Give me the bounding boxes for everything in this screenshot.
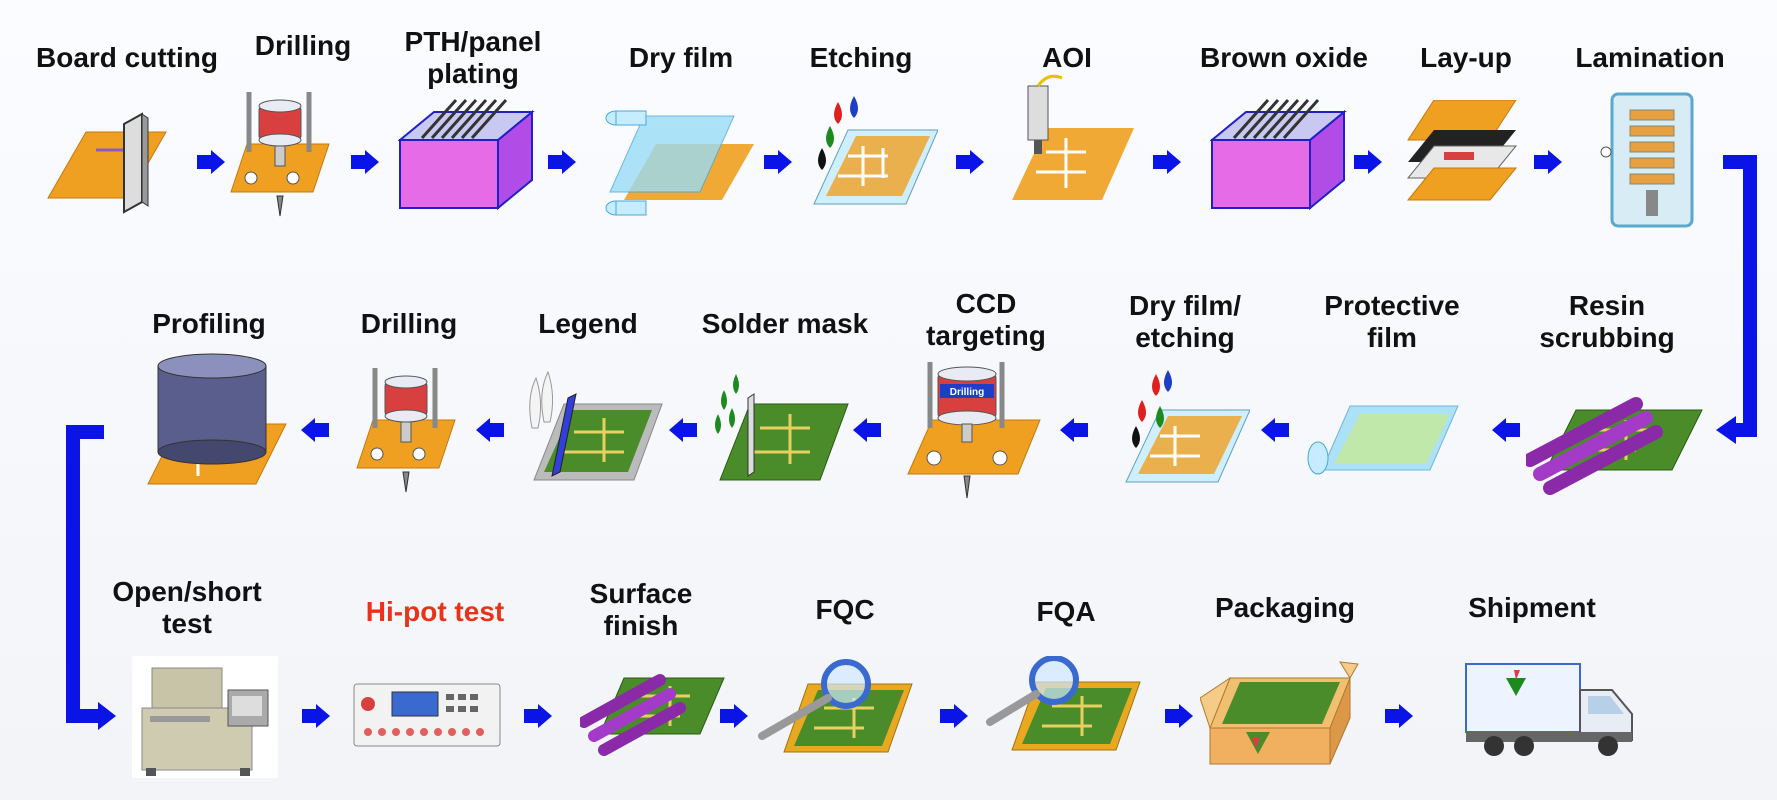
layup-stack-icon bbox=[1406, 100, 1518, 201]
connector-right bbox=[1723, 155, 1757, 437]
ccd-machine-text: Drilling bbox=[950, 387, 984, 398]
arrow-right-icon bbox=[764, 150, 792, 174]
oxide-tank-icon bbox=[1210, 98, 1347, 211]
label-dry-film-etching: Dry film/etching bbox=[1128, 290, 1242, 353]
arrow-right-icon bbox=[1534, 150, 1562, 174]
label-dry-film: Dry film bbox=[628, 42, 734, 73]
label-hi-pot-test: Hi-pot test bbox=[365, 596, 505, 627]
label-drilling-2: Drilling bbox=[360, 308, 458, 339]
arrow-right-icon bbox=[302, 704, 330, 728]
arrow-right-icon bbox=[524, 704, 552, 728]
label-profiling: Profiling bbox=[152, 308, 266, 339]
solder-mask-icon bbox=[715, 374, 849, 481]
aoi-camera-icon bbox=[1012, 74, 1134, 200]
label-etching: Etching bbox=[809, 42, 913, 73]
label-board-cutting: Board cutting bbox=[36, 42, 218, 73]
arrow-left-icon bbox=[1060, 418, 1088, 442]
routing-cylinder-icon bbox=[147, 353, 287, 485]
arrow-right-icon bbox=[940, 704, 968, 728]
arrow-left-icon bbox=[476, 418, 504, 442]
arrow-right-icon bbox=[548, 150, 576, 174]
label-fqa: FQA bbox=[1036, 596, 1096, 627]
plating-tank-icon bbox=[398, 98, 535, 211]
drilling-machine-icon bbox=[356, 368, 456, 493]
packaging-box-icon bbox=[1200, 661, 1359, 765]
label-brown-oxide: Brown oxide bbox=[1199, 42, 1369, 73]
legend-print-icon bbox=[529, 370, 663, 481]
label-shipment: Shipment bbox=[1468, 592, 1596, 623]
arrow-left-icon bbox=[669, 418, 697, 442]
label-lay-up: Lay-up bbox=[1420, 42, 1512, 73]
label-aoi: AOI bbox=[1042, 42, 1092, 73]
test-machine-icon bbox=[132, 656, 278, 778]
connector-left-head bbox=[98, 702, 116, 730]
dry-film-roller-icon bbox=[605, 110, 754, 216]
magnifier-board-icon bbox=[758, 659, 913, 753]
protective-film-icon bbox=[1307, 405, 1459, 475]
etching-drops-icon bbox=[813, 96, 938, 205]
label-lamination: Lamination bbox=[1575, 42, 1725, 73]
arrow-left-icon bbox=[1261, 418, 1289, 442]
ccd-drill-icon: Drilling bbox=[907, 362, 1041, 499]
drilling-machine-icon bbox=[230, 92, 330, 217]
board-cutting-icon bbox=[47, 112, 167, 214]
arrow-left-icon bbox=[1492, 418, 1520, 442]
arrow-right-icon bbox=[1153, 150, 1181, 174]
arrow-right-icon bbox=[1354, 150, 1382, 174]
scrubbing-rollers-icon bbox=[1526, 397, 1703, 495]
delivery-truck-icon bbox=[1465, 663, 1633, 756]
lamination-press-icon bbox=[1600, 92, 1694, 228]
label-legend: Legend bbox=[538, 308, 638, 339]
arrow-left-icon bbox=[301, 418, 329, 442]
arrow-right-icon bbox=[1165, 704, 1193, 728]
finish-rollers-icon bbox=[580, 674, 725, 756]
label-packaging: Packaging bbox=[1214, 592, 1356, 623]
connector-right-head bbox=[1716, 416, 1736, 444]
label-fqc: FQC bbox=[815, 594, 875, 625]
arrow-left-icon bbox=[853, 418, 881, 442]
arrow-right-icon bbox=[956, 150, 984, 174]
hipot-tester-icon bbox=[353, 683, 501, 747]
arrow-right-icon bbox=[1385, 704, 1413, 728]
arrow-right-icon bbox=[351, 150, 379, 174]
label-drilling: Drilling bbox=[254, 30, 352, 61]
etching-drops-icon bbox=[1125, 370, 1250, 483]
magnifier-board-icon bbox=[986, 656, 1141, 751]
arrow-right-icon bbox=[720, 704, 748, 728]
connector-left bbox=[66, 425, 104, 723]
label-solder-mask: Solder mask bbox=[701, 308, 869, 339]
arrow-right-icon bbox=[197, 150, 225, 174]
